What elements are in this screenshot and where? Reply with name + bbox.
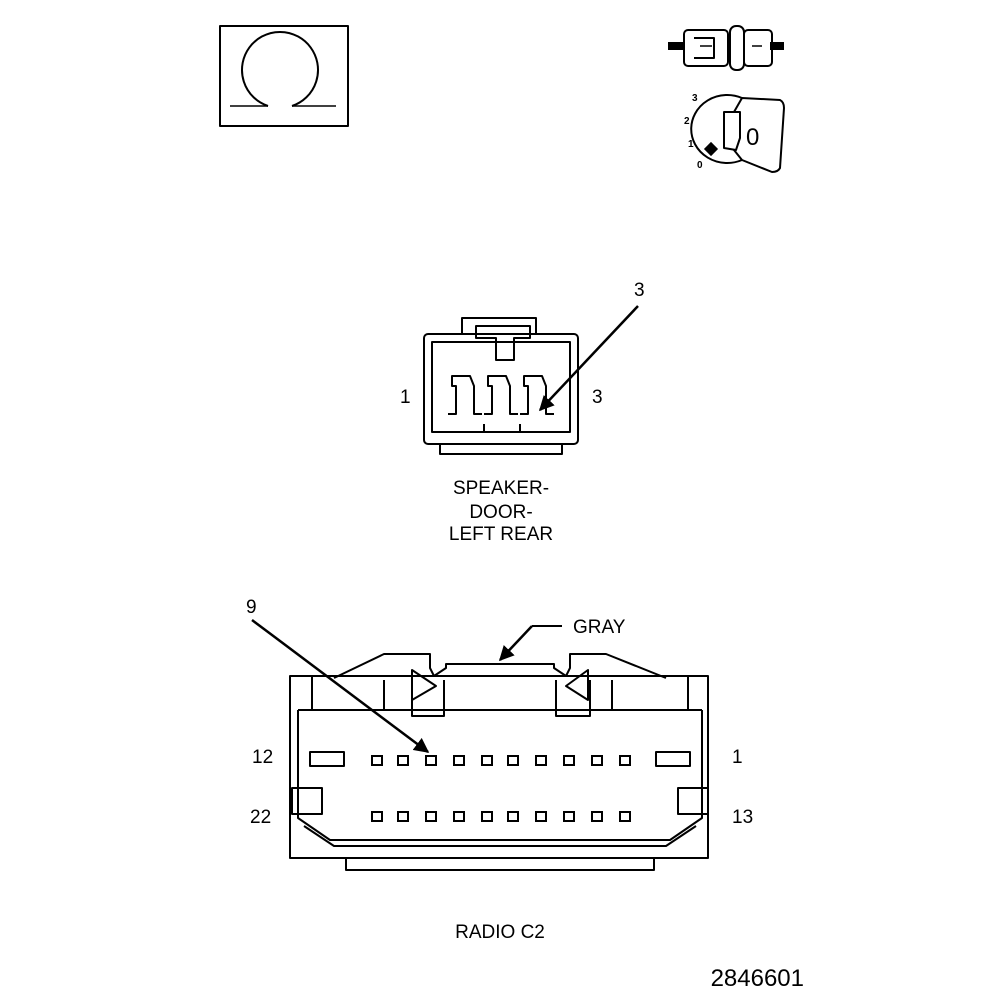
ohm-meter-icon (219, 25, 349, 127)
radio-pin-1-label: 1 (732, 747, 743, 768)
speaker-caption-line-3: LEFT REAR (449, 524, 553, 545)
speaker-pin-left-label: 1 (400, 387, 411, 408)
radio-pin-12-label: 12 (252, 747, 273, 768)
speaker-callout-number: 3 (634, 280, 645, 301)
pin-cavity (619, 755, 631, 766)
pin-cavity (397, 755, 409, 766)
pin-cavity (507, 755, 519, 766)
pin-cavity (371, 811, 383, 822)
pin-cavity (619, 811, 631, 822)
ignition-position-0: 0 (697, 160, 703, 171)
radio-pin-row-top (371, 755, 631, 766)
pin-cavity (425, 755, 437, 766)
radio-caption: RADIO C2 (455, 922, 545, 943)
key-label: 0 (746, 124, 759, 151)
pin-cavity (563, 811, 575, 822)
ignition-position-1: 1 (688, 139, 694, 150)
pin-cavity (425, 811, 437, 822)
pin-cavity (481, 811, 493, 822)
pin-cavity (591, 811, 603, 822)
pin-cavity (563, 755, 575, 766)
speaker-connector: 3 1 3 SPEAKER- DOOR- LEFT REAR (400, 280, 645, 545)
pin-cavity (371, 755, 383, 766)
pin-cavity (481, 755, 493, 766)
pin-cavity (453, 811, 465, 822)
pin-cavity (535, 811, 547, 822)
ignition-position-2: 2 (684, 116, 690, 127)
radio-pin-13-label: 13 (732, 807, 753, 828)
pin-cavity (397, 811, 409, 822)
pin-cavity (591, 755, 603, 766)
radio-connector: GRAY 9 12 1 22 13 RADIO C2 (246, 597, 753, 943)
pin-cavity (507, 811, 519, 822)
radio-pin-22-label: 22 (250, 807, 271, 828)
connector-plug-icon (668, 25, 784, 71)
radio-callout-number: 9 (246, 597, 257, 618)
pin-cavity (535, 755, 547, 766)
speaker-pin-right-label: 3 (592, 387, 603, 408)
figure-id: 2846601 (711, 965, 804, 992)
speaker-caption-line-1: SPEAKER- (453, 478, 549, 499)
pin-cavity (453, 755, 465, 766)
speaker-caption-line-2: DOOR- (469, 502, 532, 523)
radio-color-label: GRAY (573, 617, 626, 638)
ignition-key-icon: 3 2 1 0 0 (684, 93, 785, 173)
radio-pin-row-bottom (371, 811, 631, 822)
ignition-position-3: 3 (692, 93, 698, 104)
